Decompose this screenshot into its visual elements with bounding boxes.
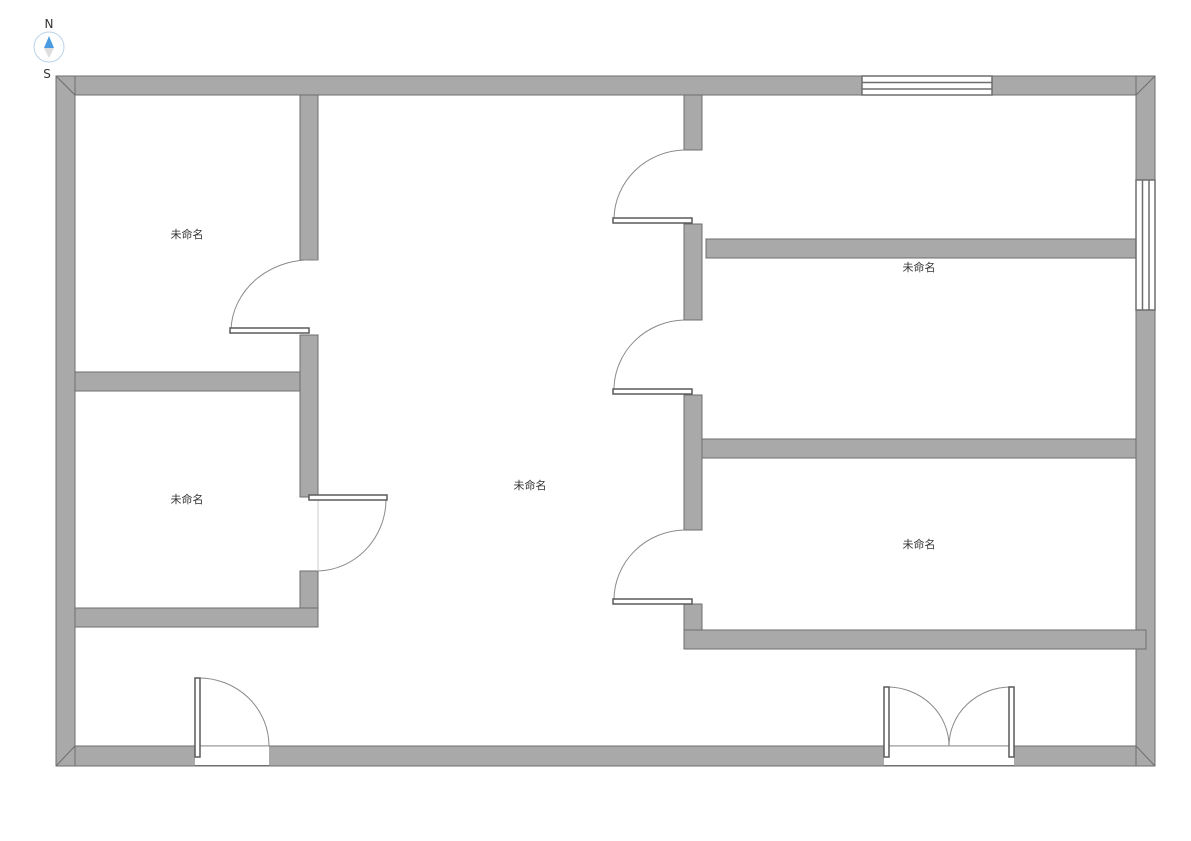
door[interactable] — [308, 494, 388, 572]
door[interactable] — [229, 259, 319, 334]
room-label: 未命名 — [171, 227, 204, 241]
wall-inner — [683, 394, 703, 531]
wall-left — [55, 75, 76, 767]
wall-inner — [705, 238, 1137, 259]
double-door[interactable] — [883, 686, 1015, 766]
wall-inner — [74, 371, 301, 392]
wall-inner — [683, 94, 703, 151]
window-top — [861, 75, 993, 96]
compass-south-label: S — [43, 67, 51, 81]
wall-inner — [683, 629, 1147, 650]
compass-north-label: N — [45, 17, 54, 31]
wall-inner — [683, 223, 703, 321]
wall-inner — [701, 438, 1137, 459]
door[interactable] — [612, 529, 693, 605]
room-label: 未命名 — [903, 260, 936, 274]
wall-inner — [74, 607, 319, 628]
wall-inner — [299, 334, 319, 498]
wall-inner — [299, 94, 319, 261]
room-label: 未命名 — [171, 492, 204, 506]
room-label: 未命名 — [514, 478, 547, 492]
compass-north-arrow-icon — [44, 36, 54, 48]
compass[interactable]: N S — [33, 17, 65, 81]
entrance-door[interactable] — [194, 677, 270, 766]
door[interactable] — [612, 149, 693, 224]
compass-south-arrow-icon — [44, 48, 54, 58]
door[interactable] — [612, 319, 693, 395]
room-label: 未命名 — [903, 537, 936, 551]
window-right — [1135, 179, 1156, 311]
walls — [55, 75, 1156, 767]
